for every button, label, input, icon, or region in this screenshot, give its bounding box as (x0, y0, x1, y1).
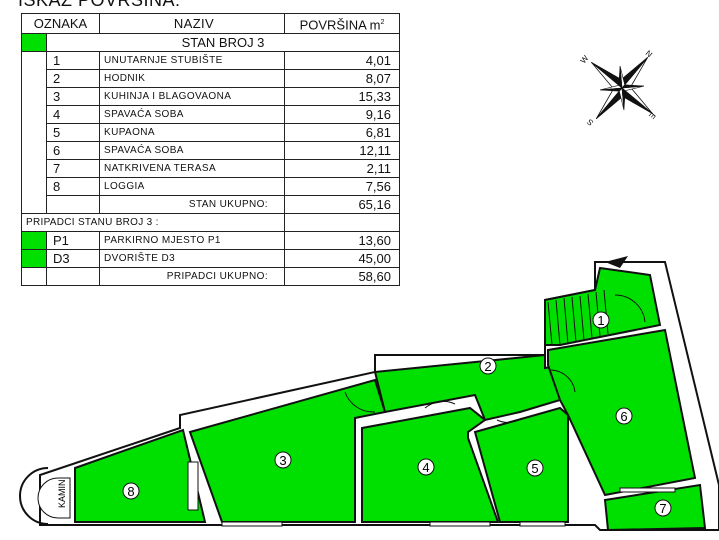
room-number: 8 (127, 484, 134, 499)
page-heading: ISKAZ POVRŠINA: (18, 0, 181, 10)
room-area: 12,11 (284, 141, 400, 161)
room-number: 7 (659, 501, 666, 516)
room-marker (526, 459, 544, 477)
pripadak-area: 13,60 (284, 231, 400, 251)
room-label-1: 1 (592, 311, 610, 329)
room-label-8: 8 (122, 482, 140, 500)
room-label-7: 7 (654, 499, 672, 517)
table-row: D3 DVORIŠTE D3 45,00 (21, 249, 400, 269)
green-marker (21, 33, 47, 53)
room-marker (592, 311, 610, 329)
room-area: 8,07 (284, 69, 400, 89)
room-number: 3 (279, 453, 286, 468)
room-label-2: 2 (479, 357, 497, 375)
room-marker (615, 407, 633, 425)
col-povrsina-label: POVRŠINA m (299, 17, 381, 33)
room-number: 2 (484, 359, 491, 374)
col-naziv-header: NAZIV (99, 12, 285, 35)
kamin-outline (19, 467, 49, 525)
kamin-box (37, 477, 71, 519)
compass-rose-icon: N E S W (579, 49, 658, 128)
compass-w: W (579, 53, 591, 65)
unit-superscript: 2 (380, 19, 385, 26)
room-8 (74, 428, 207, 523)
room-label-5: 5 (526, 459, 544, 477)
pripadak-id: D3 (46, 249, 100, 269)
room-label-4: 4 (417, 458, 435, 476)
table-row: P1 PARKIRNO MJESTO P1 13,60 (21, 231, 400, 251)
compass-e: E (647, 111, 657, 121)
table-row: 4 SPAVAĆA SOBA 9,16 (22, 105, 400, 125)
compass-s: S (585, 117, 595, 127)
room-number: 5 (531, 461, 538, 476)
col-oznaka-header: OZNAKA (21, 12, 100, 35)
table-row: 2 HODNIK 8,07 (22, 69, 400, 89)
windows (187, 461, 676, 527)
room-marker (479, 357, 497, 375)
compass-n: N (644, 49, 654, 60)
room-number: 4 (422, 460, 429, 475)
col-povrsina-header: POVRŠINA m2 (284, 12, 400, 35)
kamin-label: KAMIN (57, 479, 67, 508)
room-5 (473, 406, 569, 523)
room-number: 6 (620, 409, 627, 424)
room-1 (544, 266, 662, 346)
pripadci-total-row: PRIPADCI UKUPNO: 58,60 (21, 267, 400, 287)
room-area: 4,01 (284, 51, 400, 71)
table-header-row: OZNAKA NAZIV POVRŠINA m2 (21, 12, 400, 35)
table-row: 3 KUHINJA I BLAGOVAONA 15,33 (22, 87, 400, 107)
room-marker (274, 451, 292, 469)
door-swings (344, 294, 646, 423)
room-label-6: 6 (615, 407, 633, 425)
room-2 (373, 353, 561, 422)
room-label-3: 3 (274, 451, 292, 469)
room-area: 9,16 (284, 105, 400, 125)
room-marker (654, 499, 672, 517)
stan-total-value: 65,16 (284, 195, 400, 215)
area-table: OZNAKA NAZIV POVRŠINA m2 STAN BROJ 3 1 U… (21, 12, 400, 287)
room-marker (417, 458, 435, 476)
room-marker (122, 482, 140, 500)
stan-total-row: STAN UKUPNO: 65,16 (22, 195, 400, 215)
room-number: 1 (597, 313, 604, 328)
entry-arrow-icon (605, 256, 628, 268)
green-marker (21, 249, 47, 269)
room-area: 2,11 (284, 159, 400, 179)
pripadci-total-value: 58,60 (284, 267, 400, 287)
table-row: 6 SPAVAĆA SOBA 12,11 (22, 141, 400, 161)
